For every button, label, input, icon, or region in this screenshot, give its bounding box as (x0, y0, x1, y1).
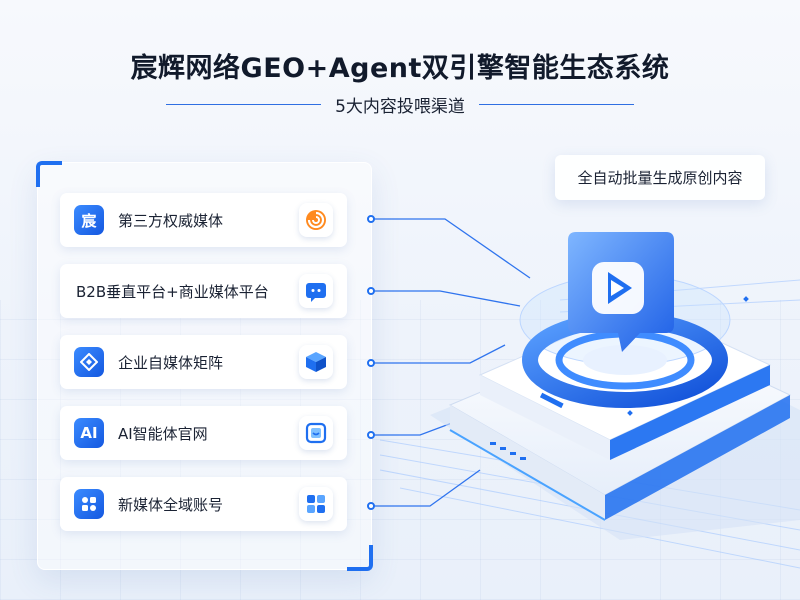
connector-node (367, 431, 375, 439)
chat-bubble-icon (299, 274, 333, 308)
page-subtitle: 5大内容投喂渠道 (335, 97, 465, 117)
cube-icon (299, 345, 333, 379)
channel-item-third-party-media[interactable]: 宸 第三方权威媒体 (60, 193, 347, 247)
connector-node (367, 215, 375, 223)
subtitle-divider-left (166, 104, 322, 105)
connector-line-2 (374, 290, 521, 307)
channel-item-ai-agent-site[interactable]: AI AI智能体官网 (60, 406, 347, 460)
channel-item-new-media-accounts[interactable]: 新媒体全域账号 (60, 477, 347, 531)
subtitle-row: 5大内容投喂渠道 (0, 92, 800, 117)
auto-generate-callout: 全自动批量生成原创内容 (555, 155, 765, 200)
channel-label: 新媒体全域账号 (118, 495, 224, 514)
screen-smile-icon (299, 416, 333, 450)
channel-label: AI智能体官网 (118, 424, 208, 443)
app-grid-icon (299, 487, 333, 521)
flower-grid-icon (74, 489, 104, 519)
channel-label: B2B垂直平台+商业媒体平台 (76, 282, 269, 301)
chenhui-logo-icon: 宸 (74, 205, 104, 235)
connector-line-3 (374, 344, 506, 364)
subtitle-divider-right (478, 104, 634, 105)
connector-node (367, 359, 375, 367)
connector-node (367, 502, 375, 510)
page-title: 宸辉网络GEO+Agent双引擎智能生态系统 (130, 53, 670, 84)
panel-corner-accent (36, 161, 62, 187)
connector-line-5 (374, 469, 481, 507)
channel-item-b2b-platform[interactable]: B2B垂直平台+商业媒体平台 (60, 264, 347, 318)
channel-panel: 宸 第三方权威媒体 B2B垂直平台+商业媒体平台 (36, 161, 373, 571)
channel-label: 企业自媒体矩阵 (118, 353, 224, 372)
play-bubble-icon (568, 232, 674, 352)
panel-corner-accent (347, 545, 373, 571)
ai-icon: AI (74, 418, 104, 448)
connector-node (367, 287, 375, 295)
channel-item-enterprise-media[interactable]: 企业自媒体矩阵 (60, 335, 347, 389)
swirl-media-icon (299, 203, 333, 237)
channel-label: 第三方权威媒体 (118, 211, 224, 230)
connector-line-1 (374, 218, 531, 279)
diamond-layers-icon (74, 347, 104, 377)
